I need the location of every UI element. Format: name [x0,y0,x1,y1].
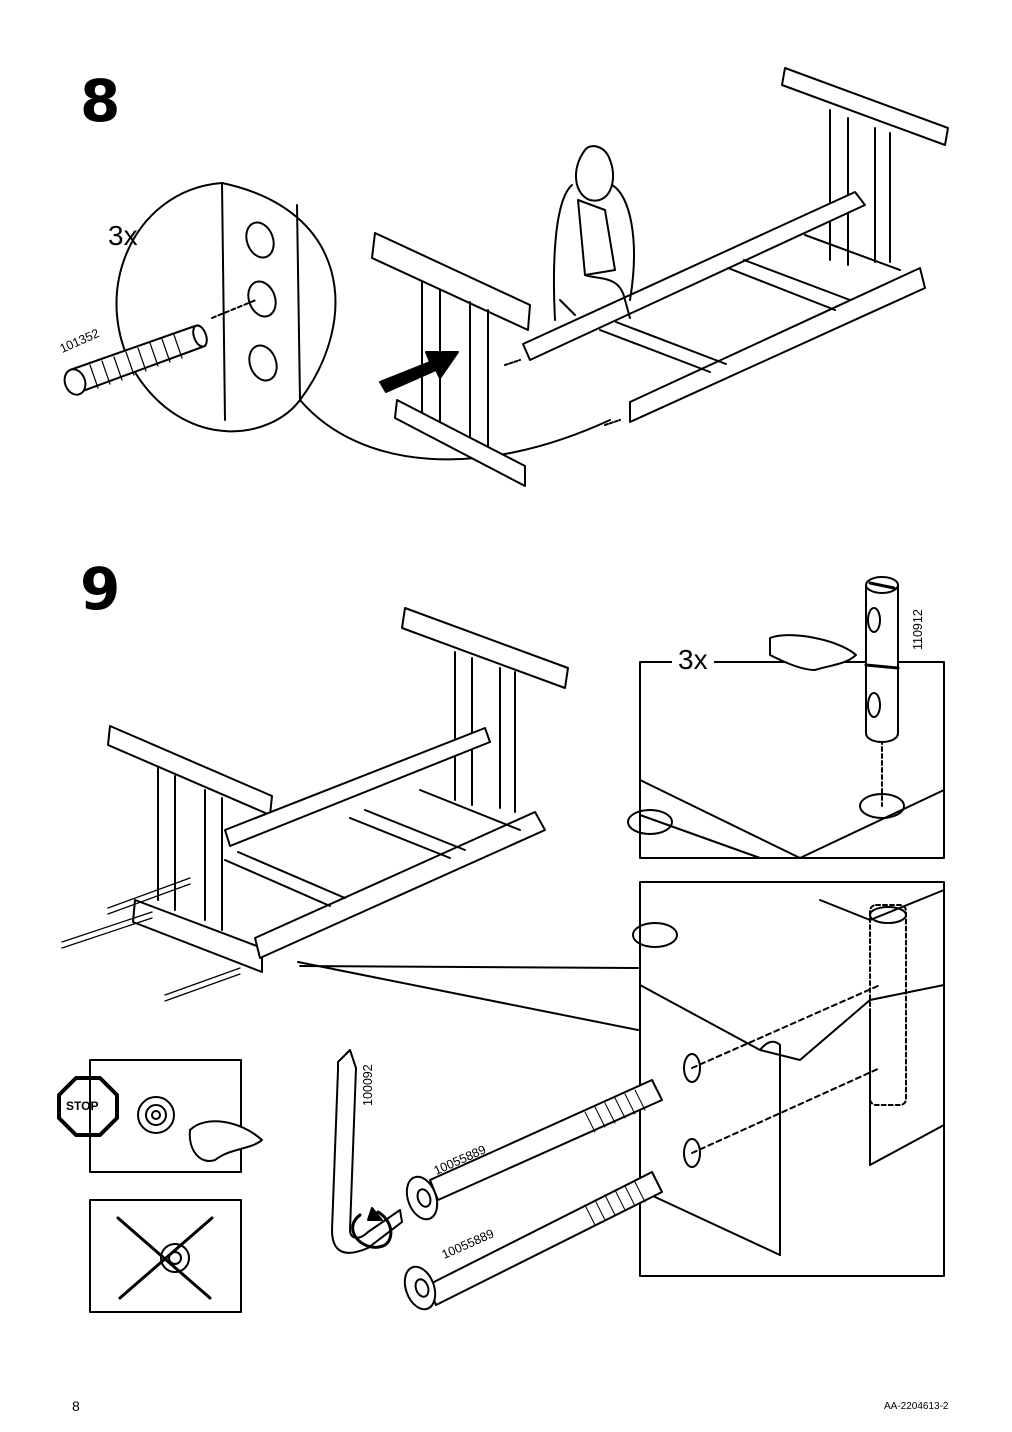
long-bolt-icon [403,1079,663,1311]
part-code-allen-key: 100092 [361,1064,375,1106]
step8-frame-drawing [371,67,949,487]
cam-lock-detail-box [627,576,945,859]
step-number-8: 8 [80,67,121,135]
step-number-9: 9 [80,555,121,623]
quantity-label-step9: 3x [672,646,714,674]
wrong-panel [89,1199,242,1313]
part-code-cam-lock: 110912 [911,609,925,650]
quantity-label-step8: 3x [108,220,138,251]
page-number: 8 [72,1398,80,1414]
allen-key-icon [331,1049,403,1254]
stop-sign-text: STOP [66,1099,99,1113]
dowel-icon [63,324,208,396]
step8-detail-circle [115,182,611,461]
step9-frame-drawing [61,607,639,1031]
document-code: AA-2204613-2 [884,1401,949,1412]
stop-panel [57,1059,263,1173]
bolt-insert-detail-box [632,881,945,1277]
